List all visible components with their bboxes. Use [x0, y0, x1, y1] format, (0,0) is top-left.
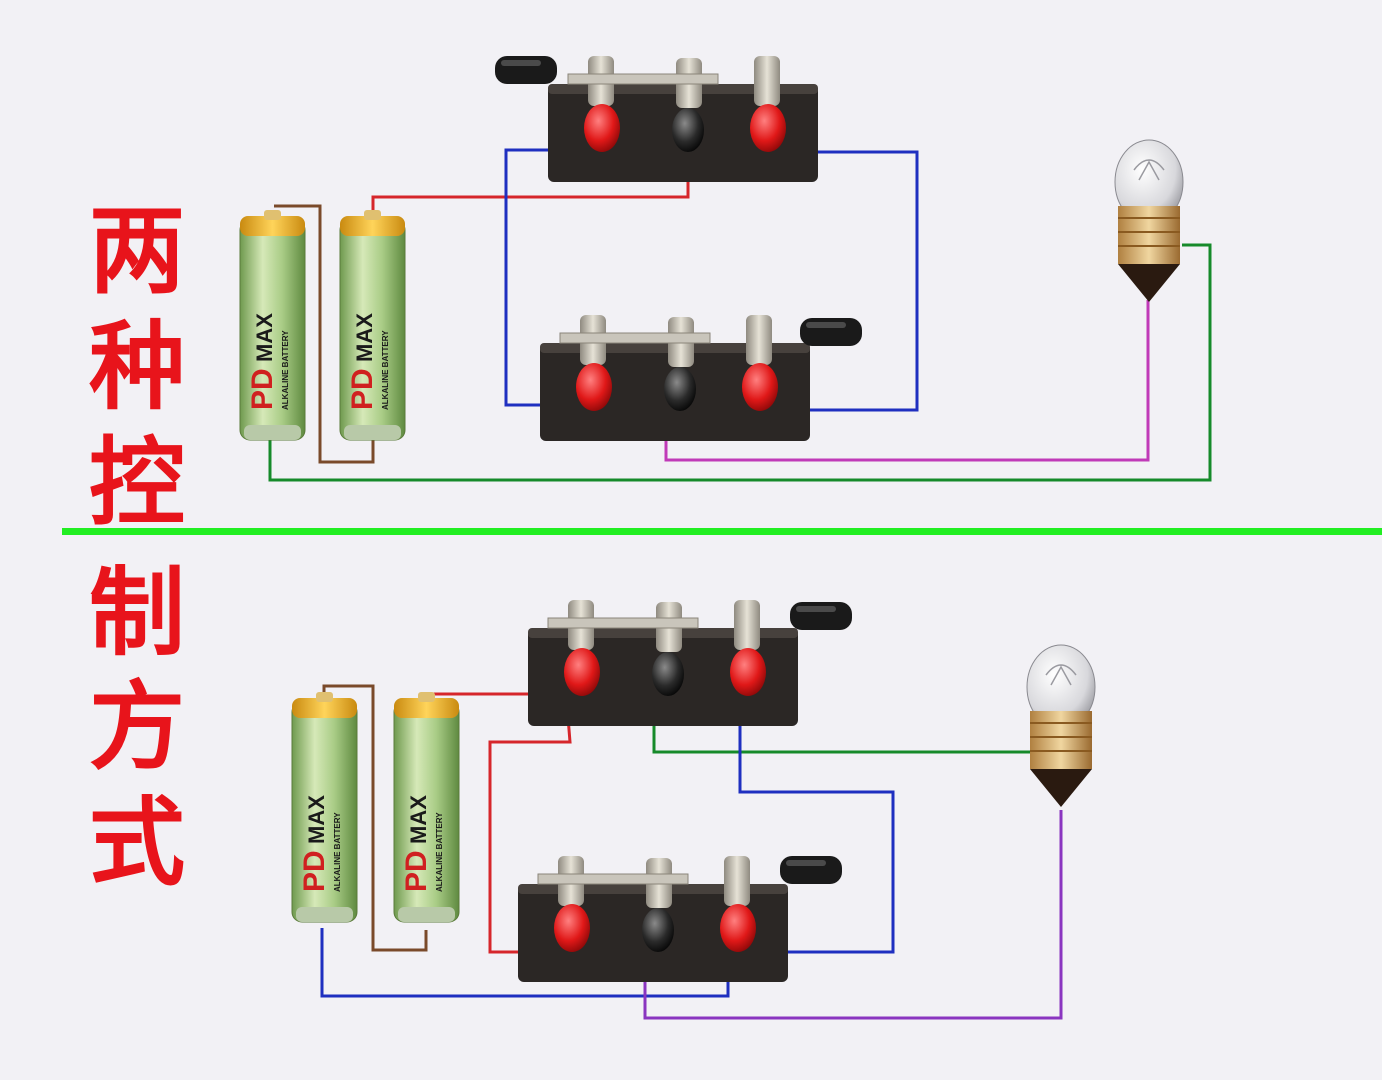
battery-brand-3: PD: [298, 850, 331, 892]
upper-circuit: [239, 55, 1212, 482]
divider-line: [62, 528, 1382, 535]
switch-handle-1: [495, 56, 557, 84]
title-char-5: 方: [89, 670, 185, 783]
battery-brand-2: PD: [346, 368, 379, 410]
battery-type-3: ALKALINE BATTERY: [333, 812, 342, 892]
switch-handle-4: [780, 856, 842, 884]
battery-model-1: MAX: [252, 313, 277, 362]
wire-green-upper: [268, 243, 1212, 482]
title-char-3: 控: [89, 426, 185, 539]
wire-brown-upper: [274, 204, 375, 464]
knife-switch-2: [539, 314, 811, 442]
lamp-1: [1114, 139, 1184, 303]
battery-type-1: ALKALINE BATTERY: [281, 330, 290, 410]
wire-blue-upper-b: [760, 150, 919, 412]
wire-blue-lower-a: [728, 690, 895, 954]
battery-model-2: MAX: [352, 313, 377, 362]
title-char-4: 制: [89, 556, 185, 669]
lower-circuit: [291, 599, 1096, 1020]
wire-purple-lower: [643, 810, 1063, 1020]
title-char-2: 种: [89, 310, 185, 423]
lamp-2: [1026, 644, 1096, 808]
battery-brand-4: PD: [400, 850, 433, 892]
battery-type-4: ALKALINE BATTERY: [435, 812, 444, 892]
title-char-1: 两: [89, 194, 185, 307]
wire-brown-lower: [322, 684, 428, 952]
switch-handle-2: [800, 318, 862, 346]
battery-labels: PD MAX ALKALINE BATTERY PD MAX ALKALINE …: [246, 313, 444, 892]
knife-switch-1: [547, 55, 819, 183]
switch-handle-3: [790, 602, 852, 630]
battery-model-4: MAX: [406, 795, 431, 844]
knife-switch-3: [527, 599, 799, 727]
title-char-6: 式: [89, 786, 185, 899]
battery-type-2: ALKALINE BATTERY: [381, 330, 390, 410]
battery-brand-1: PD: [246, 368, 279, 410]
knife-switch-4: [517, 855, 789, 983]
battery-model-3: MAX: [304, 795, 329, 844]
